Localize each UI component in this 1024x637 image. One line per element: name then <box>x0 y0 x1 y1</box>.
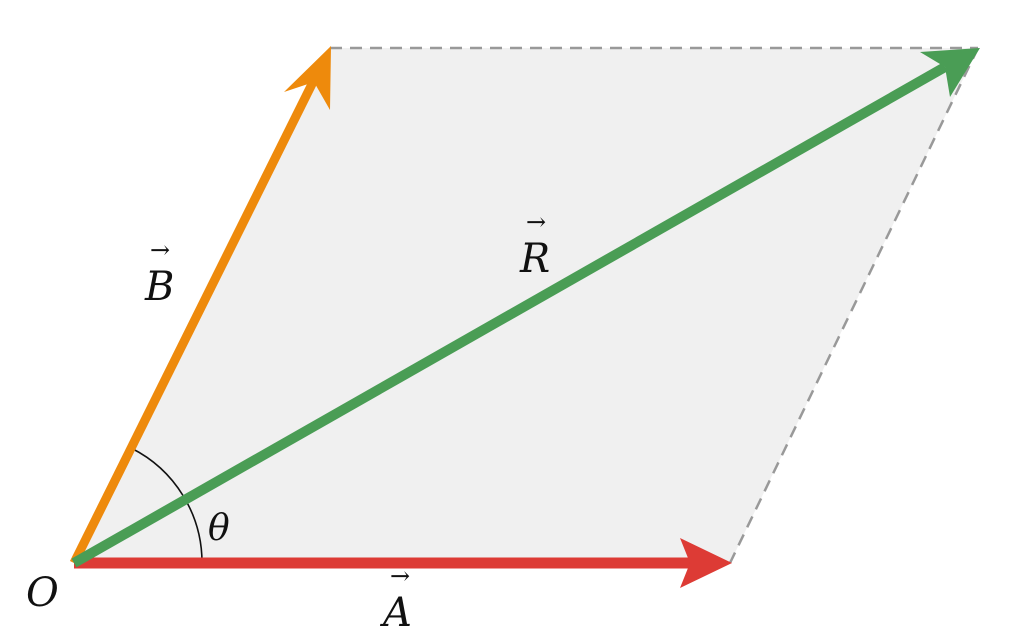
label-angle: θ <box>208 508 230 549</box>
label-origin: O <box>26 570 59 616</box>
label-vector-b-arrow: → <box>150 236 170 264</box>
vector-r-shaft <box>71 62 948 568</box>
vector-b-arrowhead <box>284 46 331 110</box>
vector-b-shaft <box>69 77 319 566</box>
label-vector-b: B <box>144 264 174 310</box>
vector-r-arrowhead <box>920 48 980 97</box>
label-vector-r: R <box>519 236 550 282</box>
vector-a-arrowhead <box>680 538 732 588</box>
label-vector-a: A <box>379 590 412 636</box>
dashed-edge-right <box>728 47 980 564</box>
label-vector-a-arrow: → <box>390 562 410 590</box>
label-vector-r-arrow: → <box>526 208 546 236</box>
